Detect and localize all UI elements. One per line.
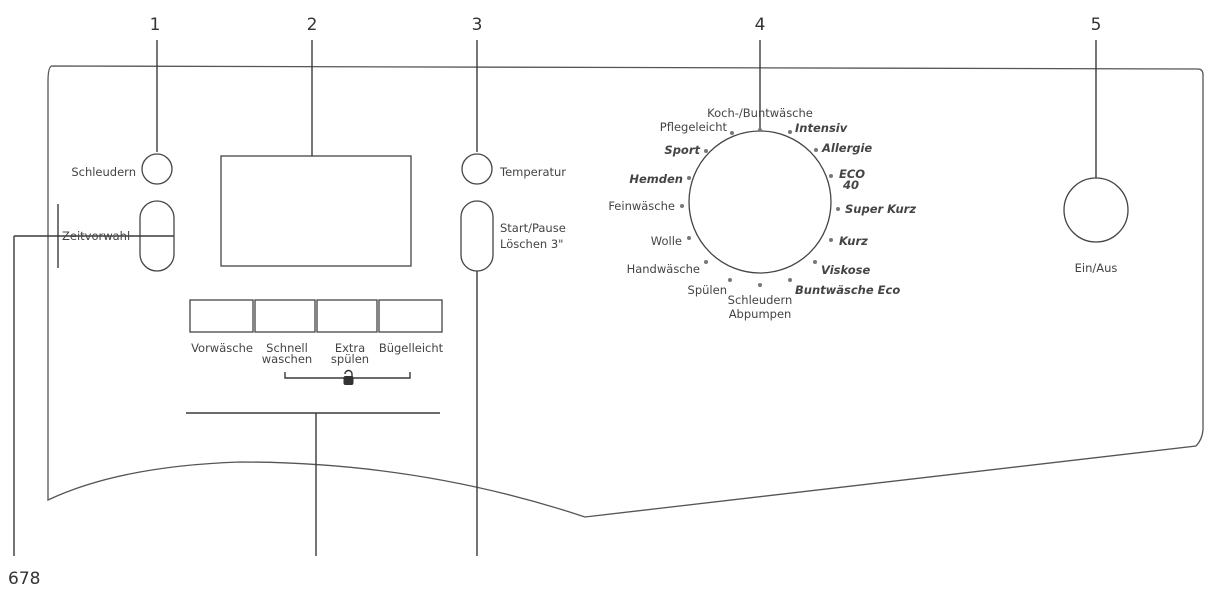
program-dial[interactable]: [688, 130, 832, 274]
program-label: Buntwäsche Eco: [795, 283, 900, 297]
program-tick: [829, 238, 833, 242]
program-label-line2: 40: [842, 178, 859, 192]
option-button-extra-rinse[interactable]: [316, 299, 378, 333]
option-label-extra-rinse-1: Extra: [335, 341, 365, 355]
program-label: Pflegeleicht: [660, 120, 728, 134]
program-label: Allergie: [821, 141, 872, 155]
option-label-quick-wash-1: Schnell: [266, 341, 308, 355]
option-button-easy-iron[interactable]: [378, 299, 443, 333]
program-label: Sport: [664, 143, 700, 157]
spin-button[interactable]: [141, 153, 173, 185]
program-tick: [829, 174, 833, 178]
program-label: Feinwäsche: [608, 199, 675, 213]
callout-3: 3: [472, 15, 483, 35]
program-tick: [814, 148, 818, 152]
option-label-easy-iron: Bügelleicht: [379, 341, 444, 355]
program-label: Koch-/Buntwäsche: [707, 106, 813, 120]
program-label: Schleudern: [728, 293, 793, 307]
program-label: Wolle: [651, 234, 682, 248]
program-tick: [758, 128, 762, 132]
program-tick: [788, 278, 792, 282]
program-label: Hemden: [629, 172, 683, 186]
callout-2: 2: [307, 15, 318, 35]
program-label: Kurz: [839, 234, 868, 248]
program-label: Handwäsche: [627, 262, 700, 276]
option-label-prewash: Vorwäsche: [191, 341, 253, 355]
program-tick: [687, 236, 691, 240]
start-pause-button[interactable]: [460, 200, 494, 272]
program-label: Super Kurz: [845, 202, 916, 216]
callout-4: 4: [755, 15, 766, 35]
program-tick: [788, 130, 792, 134]
temperature-label: Temperatur: [499, 165, 566, 179]
program-tick: [687, 176, 691, 180]
callout-678: 678: [8, 569, 40, 589]
lock-icon: [343, 369, 354, 385]
program-tick: [728, 278, 732, 282]
program-tick: [704, 260, 708, 264]
program-tick: [758, 283, 762, 287]
program-tick: [836, 207, 840, 211]
callout-1: 1: [150, 15, 161, 35]
option-button-quick-wash[interactable]: [254, 299, 316, 333]
program-tick: [813, 260, 817, 264]
program-label: Viskose: [821, 263, 870, 277]
timer-label: Zeitvorwahl: [62, 229, 130, 243]
program-labels: Koch-/BuntwäscheIntensivAllergieECO40Sup…: [608, 106, 916, 321]
program-label-line2: Abpumpen: [729, 307, 792, 321]
program-label: Intensiv: [795, 121, 848, 135]
option-label-extra-rinse-2: spülen: [331, 352, 369, 366]
power-button[interactable]: [1063, 177, 1129, 243]
option-button-prewash[interactable]: [189, 299, 254, 333]
spin-label: Schleudern: [71, 165, 136, 179]
program-tick: [704, 149, 708, 153]
panel-outline: [47, 65, 1204, 518]
start-pause-label-1: Start/Pause: [500, 221, 566, 235]
start-pause-label-2: Löschen 3": [500, 237, 563, 251]
temperature-button[interactable]: [461, 153, 493, 185]
option-label-quick-wash-2: waschen: [262, 352, 312, 366]
program-tick: [730, 131, 734, 135]
callout-5: 5: [1091, 15, 1102, 35]
program-tick: [680, 204, 684, 208]
program-label: Spülen: [688, 283, 727, 297]
program-label: ECO: [839, 167, 865, 181]
display-screen: [220, 155, 412, 267]
power-label: Ein/Aus: [1075, 261, 1118, 275]
